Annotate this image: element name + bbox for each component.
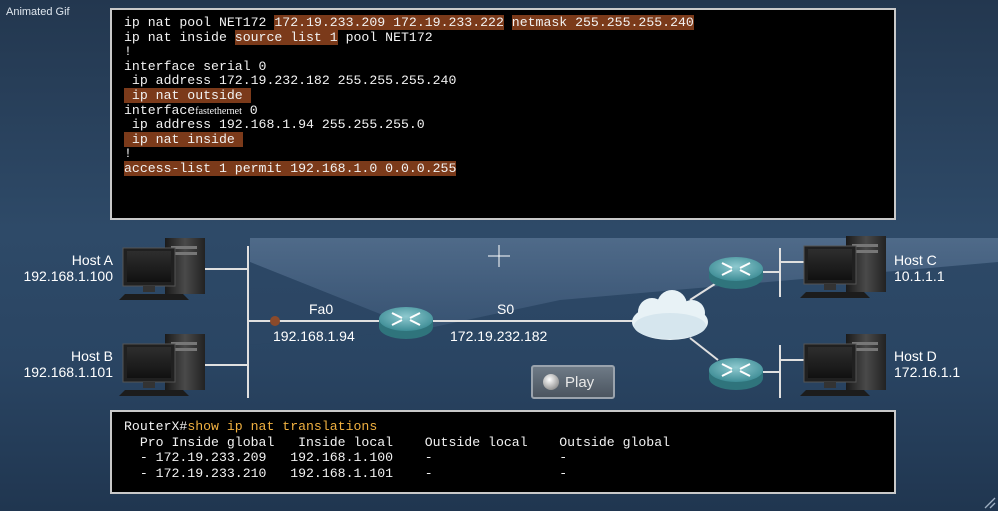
crosshair-cursor-icon: [488, 245, 510, 267]
config-text: 0: [241, 102, 258, 118]
config-line: interfacefastethernet 0: [124, 102, 894, 119]
config-text: ip nat inside: [124, 29, 235, 45]
router-d-icon[interactable]: [709, 358, 763, 390]
config-line: ip nat pool NET172 172.19.233.209 172.19…: [124, 15, 894, 31]
host-b-name: Host B: [70, 348, 113, 364]
s0-ip: 172.19.232.182: [450, 328, 548, 344]
config-line: interface serial 0: [124, 58, 894, 75]
play-label: Play: [565, 373, 595, 391]
prompt: RouterX#: [124, 419, 188, 434]
config-text: !: [124, 44, 132, 60]
highlighted-text: 172.19.233.209 172.19.233.222: [274, 15, 504, 30]
config-text: ip address 192.168.1.94 255.255.255.0: [124, 117, 425, 133]
table-row: - 172.19.233.209 192.168.1.100 - -: [124, 450, 568, 465]
resize-grip-icon[interactable]: [982, 495, 996, 509]
highlighted-text: source list 1: [234, 29, 338, 45]
highlighted-text: netmask 255.255.255.240: [511, 15, 694, 30]
play-button[interactable]: Play: [531, 365, 615, 399]
config-line: ip nat inside: [124, 131, 894, 148]
config-line: ip address 172.19.232.182 255.255.255.24…: [124, 74, 894, 89]
host-d-label: Host D 172.16.1.1: [894, 348, 960, 380]
host-d-ip: 172.16.1.1: [894, 364, 961, 380]
play-knob-icon: [543, 374, 559, 390]
show-terminal: RouterX#show ip nat translations Pro Ins…: [110, 410, 896, 494]
host-c-computer-icon[interactable]: [800, 236, 886, 298]
config-text: interface serial 0: [124, 58, 267, 74]
host-a-computer-icon[interactable]: [119, 238, 205, 300]
host-d-name: Host D: [894, 348, 937, 364]
window-title: Animated Gif: [6, 6, 70, 18]
s0-label: S0: [497, 301, 515, 317]
config-line: ip nat outside: [124, 87, 894, 104]
host-a-ip: 192.168.1.100: [23, 268, 113, 284]
host-b-label: Host B 192.168.1.101: [0, 348, 113, 380]
host-c-ip: 10.1.1.1: [894, 268, 945, 284]
config-line: !: [124, 44, 894, 60]
config-text: fastethernet: [195, 105, 242, 117]
config-text: interface: [124, 102, 196, 118]
highlighted-text: access-list 1 permit 192.168.1.0 0.0.0.2…: [124, 160, 457, 176]
host-b-ip: 192.168.1.101: [23, 364, 113, 380]
fa0-ip: 192.168.1.94: [273, 328, 355, 344]
cloud-router-c-link: [689, 281, 719, 301]
config-text: !: [124, 146, 132, 162]
config-line: ip nat inside source list 1 pool NET172: [124, 29, 894, 46]
background-shape: [250, 262, 420, 345]
table-row: - 172.19.233.210 192.168.1.101 - -: [124, 465, 568, 481]
fa0-label: Fa0: [309, 301, 334, 317]
host-a-label: Host A 192.168.1.100: [0, 252, 113, 284]
host-a-name: Host A: [71, 252, 113, 268]
highlighted-text: ip nat inside: [124, 131, 243, 147]
config-text: ip address 172.19.232.182 255.255.255.24…: [124, 73, 457, 89]
command-text: show ip nat translations: [187, 419, 378, 434]
table-header: Pro Inside global Inside local Outside l…: [124, 434, 671, 450]
config-line: !: [124, 147, 894, 162]
host-d-computer-icon[interactable]: [800, 334, 886, 396]
router-x-icon[interactable]: [379, 307, 433, 339]
config-text: [504, 15, 512, 30]
config-line: access-list 1 permit 192.168.1.0 0.0.0.2…: [124, 160, 894, 177]
config-text: pool NET172: [337, 29, 433, 45]
host-b-computer-icon[interactable]: [119, 334, 205, 396]
packet-dot: [270, 316, 280, 326]
cloud-router-d-link: [689, 337, 719, 361]
host-c-name: Host C: [894, 252, 937, 268]
config-text: ip nat pool NET172: [124, 15, 275, 30]
config-line: ip address 192.168.1.94 255.255.255.0: [124, 117, 894, 133]
command-line: RouterX#show ip nat translations: [124, 419, 894, 435]
host-c-label: Host C 10.1.1.1: [894, 252, 945, 284]
wan-cloud-icon: [632, 290, 708, 340]
config-terminal: ip nat pool NET172 172.19.233.209 172.19…: [110, 8, 896, 220]
highlighted-text: ip nat outside: [124, 87, 251, 103]
router-c-icon[interactable]: [709, 257, 763, 289]
